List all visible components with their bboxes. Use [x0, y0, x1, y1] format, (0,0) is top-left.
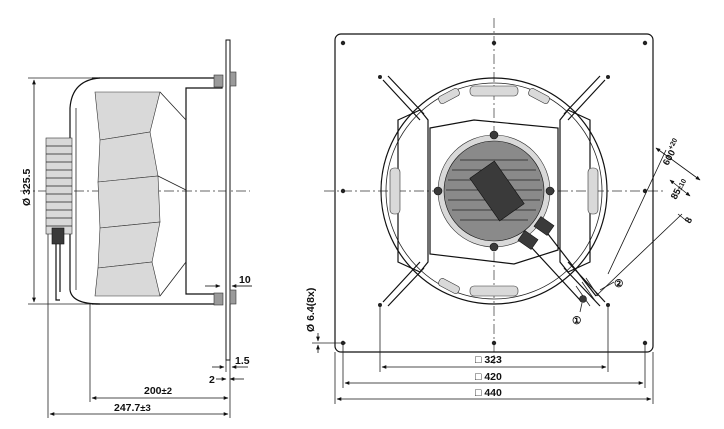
- ring-slots: [389, 85, 599, 297]
- outer-ring: [380, 77, 608, 305]
- gap-label: 1.5: [235, 355, 250, 367]
- bracket-foot-bottom: [213, 292, 224, 306]
- square-3-label: □440: [475, 387, 502, 399]
- depth-1-label: 200±2: [144, 385, 172, 397]
- diameter-label: Ø 325.5: [21, 168, 33, 206]
- strut-left: [397, 109, 429, 273]
- square-2-label: □420: [475, 371, 502, 383]
- bracket-tube-bottom: [69, 289, 101, 305]
- depth-2-label: 247.7±3: [114, 402, 151, 414]
- bracket-tube-top: [69, 77, 101, 109]
- callout-1: ①: [572, 315, 582, 327]
- strip-length-label: 85±10: [669, 177, 689, 202]
- square-1-label: □323: [475, 354, 502, 366]
- cable-gland: [51, 227, 65, 245]
- cable-1: [547, 233, 597, 297]
- cable-gland-2: [517, 230, 539, 250]
- corner-holes: [340, 40, 648, 346]
- bolt-head-top: [229, 71, 237, 87]
- strut-right: [559, 109, 591, 273]
- strip-end-label: 8: [683, 216, 695, 226]
- callout-2: ②: [614, 278, 624, 290]
- plate-label: 2: [209, 374, 215, 386]
- heatsink-fins: [46, 145, 72, 227]
- impeller-blades: [94, 91, 187, 297]
- hole-diameter-label: Ø 6.4(8x): [305, 288, 317, 332]
- cable-2: [531, 247, 581, 301]
- cable-gland-1: [533, 216, 555, 236]
- flange-thickness-label: 10: [239, 274, 251, 286]
- front-view: ① ② 600+20 85±10 8 Ø 6.4(8x) □323 □420 □…: [305, 18, 701, 404]
- bracket-foot-top: [213, 74, 224, 88]
- side-view: Ø 325.5 10 1.5 2 200±2 247.7±3: [20, 39, 252, 418]
- cable: [55, 244, 60, 301]
- mounting-plate-square: [334, 33, 654, 353]
- cable-length-label: 600+20: [660, 137, 684, 167]
- electronics-label-plate: [469, 160, 525, 222]
- motor-plate: [429, 119, 559, 265]
- mounting-plate: [225, 39, 231, 361]
- bolt-head-bottom: [229, 289, 237, 305]
